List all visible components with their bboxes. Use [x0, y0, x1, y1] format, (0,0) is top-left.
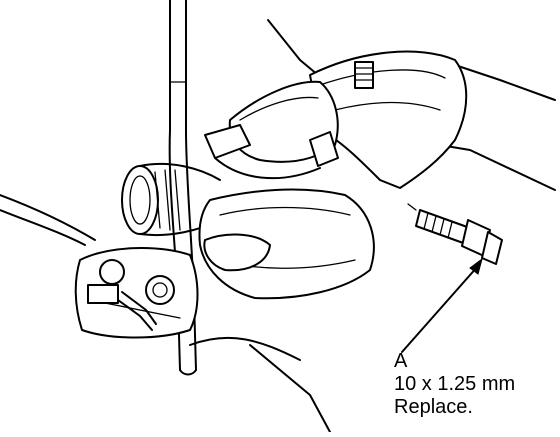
- callout-note: Replace.: [394, 396, 473, 418]
- bolt-callout: A 10 x 1.25 mm Replace.: [394, 350, 515, 419]
- leader-arrow: [401, 257, 483, 353]
- bolt-a-icon: [407, 203, 503, 265]
- callout-size: 10 x 1.25 mm: [394, 373, 516, 395]
- callout-letter: A: [394, 350, 408, 372]
- exhaust-flange: [74, 247, 199, 339]
- manifold-body: [198, 188, 375, 300]
- flex-pipe: [121, 163, 221, 237]
- clamp-bracket: [204, 124, 339, 180]
- heat-shield: [228, 50, 468, 189]
- stud-upper: [354, 61, 374, 89]
- sensor-connector: [87, 284, 157, 331]
